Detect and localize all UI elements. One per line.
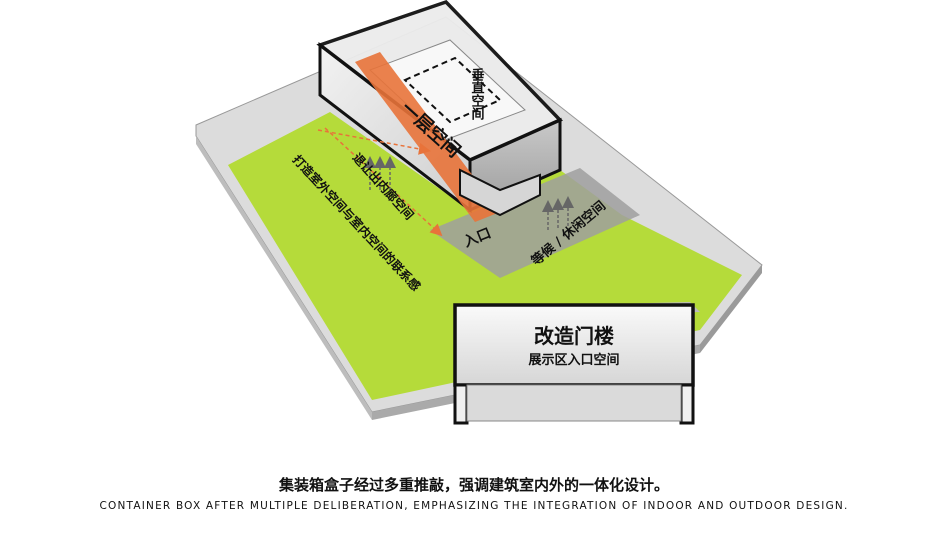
- flow-arrows: [317, 127, 443, 237]
- renovated-gate: 改造门楼 展示区入口空间: [453, 302, 700, 425]
- label-vertical-space: 垂直空间: [469, 67, 485, 121]
- gate-subtitle: 展示区入口空间: [528, 352, 619, 368]
- entrance-paving: [430, 168, 640, 278]
- caption-chinese: 集装箱盒子经过多重推敲，强调建筑室内外的一体化设计。: [278, 476, 669, 494]
- caption-english: CONTAINER BOX AFTER MULTIPLE DELIBERATIO…: [99, 500, 849, 512]
- container-box: [316, 0, 563, 222]
- gate-title: 改造门楼: [534, 324, 614, 348]
- entrance-arrows: [364, 156, 574, 230]
